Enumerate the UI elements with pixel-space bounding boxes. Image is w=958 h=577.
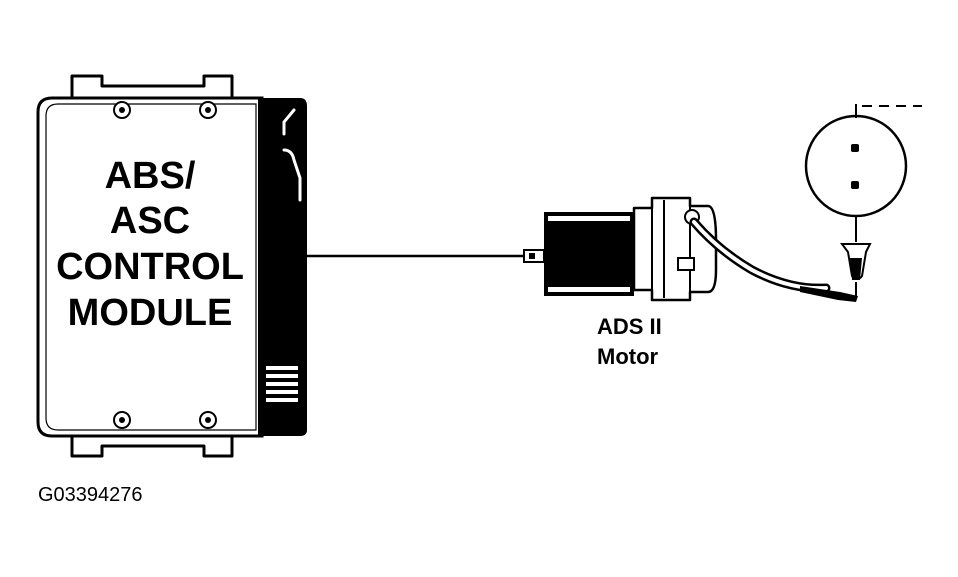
linkage-end	[800, 286, 858, 302]
motor-label-line2: Motor	[597, 344, 659, 369]
figure-id: G03394276	[38, 484, 143, 506]
screw-top-right	[199, 101, 217, 119]
screw-bottom-left	[113, 411, 131, 429]
module-label-line4: MODULE	[68, 292, 233, 334]
control-module: ABS/ ASC CONTROL MODULE	[36, 74, 307, 458]
module-top-tab	[70, 74, 234, 102]
ads-motor: ADS II Motor	[523, 196, 858, 369]
connector-latch	[282, 108, 302, 202]
vent-slots	[266, 366, 298, 402]
motor-flange	[632, 196, 718, 302]
damper-assembly	[804, 104, 922, 296]
module-label-line1: ABS/	[105, 155, 196, 197]
motor-label-line1: ADS II	[597, 314, 662, 339]
motor-can	[544, 212, 634, 296]
module-label-line2: ASC	[110, 200, 190, 242]
module-body	[36, 96, 264, 438]
module-inner-outline	[45, 103, 257, 431]
screw-bottom-right	[199, 411, 217, 429]
damper-disc	[804, 114, 908, 218]
module-label-line3: CONTROL	[56, 246, 244, 288]
screw-top-left	[113, 101, 131, 119]
module-connector-block	[258, 98, 307, 436]
